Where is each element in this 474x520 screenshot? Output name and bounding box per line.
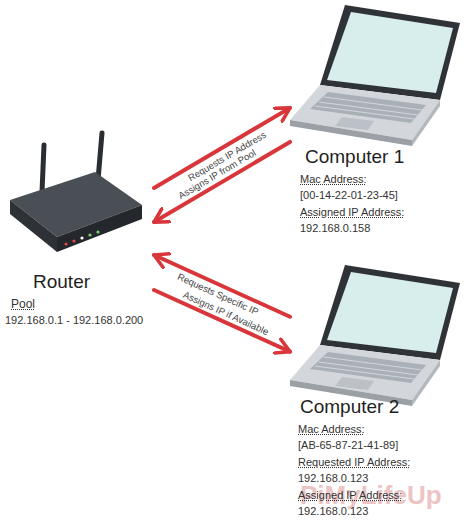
device-detail: Requested IP Address: [298,455,474,470]
device-detail: [00-14-22-01-23-45] [300,187,474,203]
laptop-illustration [290,5,460,146]
device-detail: Assigned IP Address: [298,488,474,503]
device-detail: Mac Address: [298,422,474,437]
device-name: Router [33,270,154,294]
device-detail: 192.168.0.123 [298,503,474,519]
device-detail: Mac Address: [300,172,474,187]
laptop-illustration [290,265,460,406]
device-detail: Pool [11,297,154,312]
router-illustration [10,133,142,252]
device-detail: 192.168.0.158 [300,220,474,236]
router-node: RouterPool192.168.0.1 - 192.168.0.200 [5,140,154,335]
device-name: Computer 1 [305,145,474,169]
computer-node: Computer 2 Mac Address:[AB-65-87-21-41-89… [290,283,474,519]
device-detail: Assigned IP Address: [300,205,474,220]
device-name: Computer 2 [300,395,474,419]
device-detail: [AB-65-87-21-41-89] [298,437,474,453]
device-detail: 192.168.0.1 - 192.168.0.200 [5,312,154,328]
computer-node: Computer 1 Mac Address:[00-14-22-01-23-45… [290,5,474,250]
device-detail: 192.168.0.123 [298,470,474,486]
